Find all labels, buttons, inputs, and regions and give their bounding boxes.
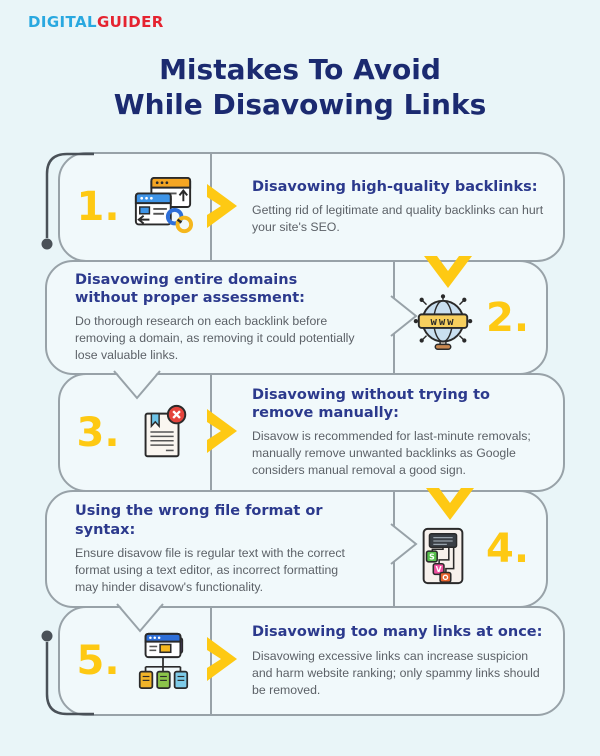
logo-part-guider: GUIDER — [96, 13, 164, 31]
mistake-card-4: Using the wrong file format or syntax: E… — [45, 490, 548, 608]
page-title: Mistakes To Avoid While Disavowing Links — [0, 52, 600, 122]
card-3-text-cell: Disavowing without trying to remove manu… — [210, 375, 563, 490]
step-number-5: 5. — [76, 638, 120, 684]
card-5-heading: Disavowing too many links at once: — [252, 624, 543, 641]
card-5-body: Disavowing excessive links can increase … — [252, 648, 540, 697]
card-1-heading: Disavowing high-quality backlinks: — [252, 178, 538, 195]
globe-www-icon: www — [413, 293, 473, 350]
connector-dot-top — [41, 238, 53, 250]
digital-guider-logo: DIGITALGUIDER — [28, 13, 164, 31]
document-remove-icon — [144, 404, 186, 457]
step-number-3: 3. — [76, 409, 120, 456]
card-5-text-cell: Disavowing too many links at once: Disav… — [210, 608, 563, 714]
mistake-card-5: 5. — [58, 606, 565, 716]
sitemap-links-icon — [138, 632, 188, 689]
file-syntax-icon: S V — [422, 527, 464, 585]
title-line-2: While Disavowing Links — [113, 88, 487, 121]
card-4-icon-cell: S V 4. — [393, 492, 546, 606]
card-1-icon-cell: 1. — [60, 154, 210, 260]
step-number-2: 2. — [485, 294, 530, 341]
card-4-heading: Using the wrong file format or syntax: — [75, 503, 323, 538]
step-number-4: 4. — [485, 526, 530, 572]
title-line-1: Mistakes To Avoid — [159, 53, 441, 86]
card-2-body: Do thorough research on each backlink be… — [75, 314, 355, 363]
mistake-card-2: Disavowing entire domains without proper… — [45, 260, 548, 375]
card-2-icon-cell: www 2. — [393, 262, 546, 373]
svg-text:S: S — [429, 552, 435, 561]
card-4-text-cell: Using the wrong file format or syntax: E… — [47, 492, 393, 606]
card-4-body: Ensure disavow file is regular text with… — [75, 545, 345, 594]
step-number-1: 1. — [76, 184, 120, 230]
card-3-icon-cell: 3. — [60, 375, 210, 490]
card-2-heading: Disavowing entire domains without proper… — [75, 271, 305, 307]
svg-text:V: V — [436, 565, 442, 574]
card-2-text-cell: Disavowing entire domains without proper… — [47, 262, 393, 373]
mistake-card-3: 3. Disavowing without trying to remove m… — [58, 373, 565, 492]
connector-dot-bottom — [41, 630, 53, 642]
card-5-icon-cell: 5. — [60, 608, 210, 714]
card-1-text-cell: Disavowing high-quality backlinks: Getti… — [210, 154, 563, 260]
logo-part-digital: DIGITAL — [28, 13, 97, 31]
browser-link-icon — [134, 176, 193, 234]
svg-text:www: www — [430, 315, 455, 328]
mistake-card-1: 1. Disavowing high-quality — [58, 152, 565, 262]
card-3-heading: Disavowing without trying to remove manu… — [252, 386, 490, 422]
card-1-body: Getting rid of legitimate and quality ba… — [252, 203, 544, 235]
card-3-body: Disavow is recommended for last-minute r… — [252, 429, 531, 478]
